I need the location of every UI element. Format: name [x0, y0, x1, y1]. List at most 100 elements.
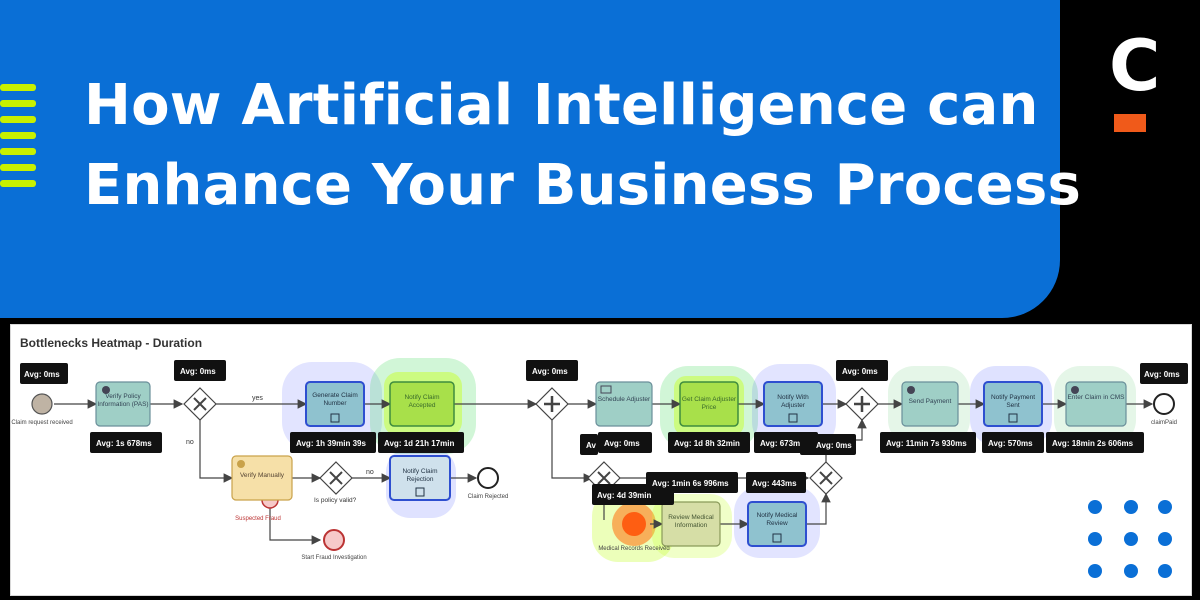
claim-paid-event: claimPaid — [1151, 393, 1177, 426]
badge-generate-claim-bg — [290, 432, 376, 453]
task-generate-claim: Generate Claim Number — [305, 381, 365, 427]
badge-parallel2-bg — [836, 360, 888, 381]
badge-gateway1-bg — [174, 360, 226, 381]
table-icon — [600, 385, 612, 394]
suspected-fraud-label: Suspected Fraud — [235, 516, 281, 522]
decorative-dot-grid — [1088, 500, 1178, 586]
title-line-2: Enhance Your Business Process — [84, 153, 1082, 218]
duration-badges: Avg: 0ms Avg: 1s 678ms Avg: 0ms Avg: 1h … — [20, 360, 1188, 505]
task-verify-policy: Verify Policy Information (PAS) — [95, 381, 151, 427]
service-icon — [907, 386, 915, 394]
badge-verify-policy-bg — [90, 432, 162, 453]
badge-merge: Avg: 0ms — [816, 441, 852, 450]
start-event-circle — [31, 393, 53, 415]
badge-start-bg — [20, 363, 68, 384]
badge-schedule: Avg: 0ms — [604, 439, 640, 448]
badge-notify-adjuster: Avg: 673ms — [760, 439, 805, 448]
badge-schedule-partial: Av — [586, 441, 596, 450]
user-icon — [237, 460, 245, 468]
badge-send-payment-bg — [880, 432, 976, 453]
task-notify-rejection-label: Notify Claim Rejection — [402, 468, 438, 483]
claim-paid-circle — [1153, 393, 1175, 415]
title-line-1: How Artificial Intelligence can — [84, 73, 1039, 138]
service-icon — [1071, 386, 1079, 394]
medical-received-event: Medical Records Received — [598, 546, 669, 552]
task-get-adjuster-price-label: Get Claim Adjuster Price — [681, 396, 737, 411]
badge-start: Avg: 0ms — [24, 370, 60, 379]
start-fraud-label-1: Start Fraud Investigation — [301, 555, 366, 561]
badge-schedule-partial-bg — [580, 434, 598, 455]
subprocess-marker-icon — [330, 413, 340, 423]
badge-send-payment: Avg: 11min 7s 930ms — [886, 439, 967, 448]
flow-label-no-2: no — [366, 469, 374, 476]
subprocess-marker-icon — [788, 413, 798, 423]
medical-received-label: Medical Records Received — [598, 546, 669, 552]
badge-end: Avg: 0ms — [1144, 370, 1180, 379]
claim-rejected-label: Claim Rejected — [468, 494, 509, 500]
task-verify-policy-label: Verify Policy Information (PAS) — [97, 393, 149, 408]
fraud-end-circle — [323, 529, 345, 551]
task-notify-accepted-label: Notify Claim Accepted — [404, 394, 440, 409]
badge-notify-medical-bg — [746, 472, 806, 493]
badge-parallel1: Avg: 0ms — [532, 367, 568, 376]
heatmap-title: Bottlenecks Heatmap - Duration — [20, 336, 203, 350]
badge-parallel1-bg — [526, 360, 578, 381]
badge-notify-payment-bg — [982, 432, 1044, 453]
page-title: How Artificial Intelligence can Enhance … — [84, 66, 1082, 226]
task-review-medical-label: Review Medical Information — [668, 514, 714, 529]
badge-parallel2: Avg: 0ms — [842, 367, 878, 376]
service-icon — [102, 386, 110, 394]
badge-get-price-bg — [668, 432, 750, 453]
task-notify-rejection: Notify Claim Rejection — [389, 455, 451, 501]
task-notify-medical: Notify Medical Review — [747, 501, 807, 547]
task-enter-claim-cms: Enter Claim in CMS — [1065, 381, 1127, 427]
start-fraud-event: Start Fraud Investigation — [301, 529, 367, 561]
task-notify-medical-label: Notify Medical Review — [756, 512, 798, 527]
header-banner: How Artificial Intelligence can Enhance … — [0, 0, 1082, 318]
task-notify-payment-label: Notify Payment Sent — [990, 394, 1036, 409]
brand-logo-bar — [1114, 114, 1146, 132]
claim-rejected-event: Claim Rejected — [468, 467, 509, 500]
badge-notify-medical: Avg: 443ms — [752, 479, 797, 488]
task-notify-adjuster-label: Notify With Adjuster — [777, 394, 809, 409]
flow-label-no: no — [186, 439, 194, 446]
task-enter-claim-cms-label: Enter Claim in CMS — [1067, 394, 1125, 401]
badge-get-price: Avg: 1d 8h 32min — [674, 439, 740, 448]
start-event-label: Claim request received — [11, 420, 72, 426]
start-event: Claim request received — [11, 393, 73, 426]
brand-logo-letter: C — [1109, 25, 1161, 107]
claim-rejected-circle — [477, 467, 499, 489]
badge-review-medical: Avg: 1min 6s 996ms — [652, 479, 729, 488]
badge-notify-accepted-bg — [378, 432, 464, 453]
task-send-payment: Send Payment — [901, 381, 959, 427]
subprocess-marker-icon — [772, 533, 782, 543]
badge-verify-policy: Avg: 1s 678ms — [96, 439, 152, 448]
badge-schedule-bg — [598, 432, 652, 453]
subprocess-marker-icon — [1008, 413, 1018, 423]
subprocess-marker-icon — [415, 487, 425, 497]
task-schedule-adjuster: Schedule Adjuster — [595, 381, 653, 427]
tasks: Verify Policy Information (PAS) Generate… — [95, 381, 1127, 547]
badge-review-medical-bg — [646, 472, 738, 493]
badge-medical-received: Avg: 4d 39min — [597, 491, 651, 500]
badge-enter-cms-bg — [1046, 432, 1144, 453]
task-notify-accepted: Notify Claim Accepted — [389, 381, 455, 427]
accent-stripes — [0, 84, 36, 194]
task-generate-claim-label: Generate Claim Number — [312, 392, 358, 407]
claim-paid-label: claimPaid — [1151, 420, 1177, 426]
badge-gateway1: Avg: 0ms — [180, 367, 216, 376]
badge-merge-bg — [800, 434, 856, 455]
task-notify-payment: Notify Payment Sent — [983, 381, 1043, 427]
flow-label-yes: yes — [252, 395, 263, 402]
task-review-medical: Review Medical Information — [661, 501, 721, 547]
task-notify-adjuster: Notify With Adjuster — [763, 381, 823, 427]
task-get-adjuster-price: Get Claim Adjuster Price — [679, 381, 739, 427]
task-schedule-adjuster-label: Schedule Adjuster — [597, 396, 651, 403]
badge-generate-claim: Avg: 1h 39min 39s — [296, 439, 367, 448]
task-verify-manually: Verify Manually — [231, 455, 293, 501]
task-verify-manually-label: Verify Manually — [239, 472, 285, 479]
badge-end-bg — [1140, 363, 1188, 384]
gateway-label-policy-valid: Is policy valid? — [314, 497, 357, 504]
badge-notify-accepted: Avg: 1d 21h 17min — [384, 439, 455, 448]
